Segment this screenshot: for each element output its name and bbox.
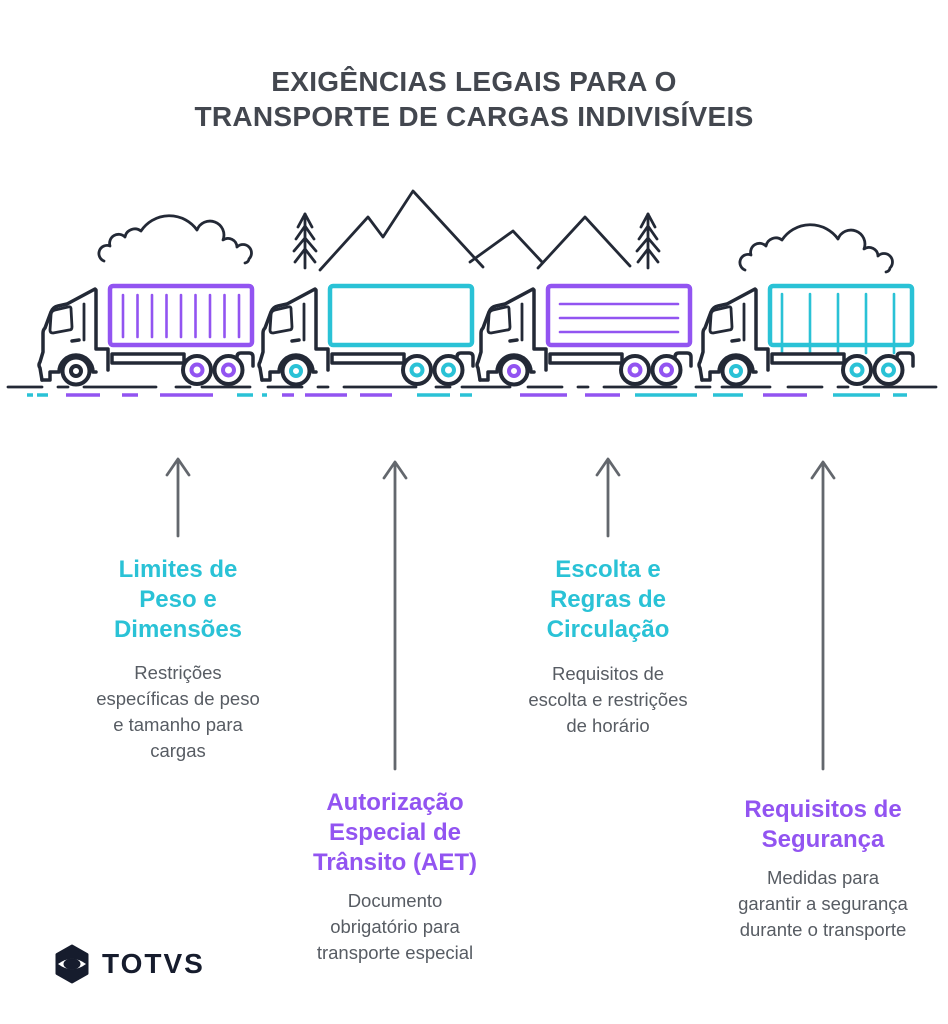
truck-icon [257, 283, 475, 387]
cloud-icon [97, 214, 253, 265]
item-title-escolta: Escolta e Regras de Circulação [546, 556, 670, 643]
item-description: Requisitos de escolta e restrições de ho… [528, 663, 688, 736]
item-description: Restrições específicas de peso e tamanho… [96, 662, 260, 761]
totvs-logo-text: TOTVS [102, 948, 205, 979]
totvs-logo: TOTVS [52, 944, 205, 984]
item-title-limites-peso: Limites de Peso e Dimensões [113, 556, 243, 643]
totvs-logo-icon [55, 944, 89, 984]
truck-icon [37, 283, 255, 387]
item-title-seguranca: Requisitos de Segurança [744, 796, 902, 853]
arrow-up-icon [595, 457, 621, 538]
trucks-illustration [6, 189, 942, 397]
pine-tree-icon [635, 212, 661, 270]
item-title-aet: Autorização Especial de Trânsito (AET) [312, 789, 477, 876]
item-description: Medidas para garantir a segurança durant… [738, 867, 908, 940]
page-title: EXIGÊNCIAS LEGAIS PARA O TRANSPORTE DE C… [194, 66, 754, 132]
truck-icon [697, 283, 915, 387]
pine-tree-icon [292, 212, 318, 270]
road-icon [6, 385, 942, 397]
arrow-up-icon [810, 460, 836, 771]
truck-icon [475, 283, 693, 387]
mountains-icon [318, 189, 632, 272]
item-description: Documento obrigatório para transporte es… [316, 890, 474, 963]
arrow-up-icon [382, 460, 408, 771]
arrow-up-icon [165, 457, 191, 538]
cloud-icon [738, 223, 894, 274]
